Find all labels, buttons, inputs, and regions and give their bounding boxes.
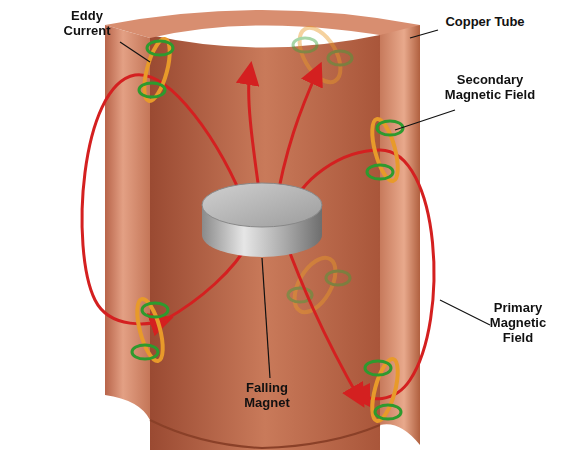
field-ring	[328, 51, 352, 65]
field-ring	[132, 345, 158, 359]
back-rings	[286, 21, 352, 319]
tube-right-wall	[380, 25, 420, 445]
callout-label: Eddy Current	[52, 8, 122, 38]
callout-label: Primary Magnetic Field	[478, 300, 558, 345]
tube-cut-edge	[150, 420, 380, 448]
eddy-ring	[132, 297, 168, 364]
front-rings	[132, 37, 403, 424]
leader-line	[120, 42, 150, 62]
field-ring	[377, 121, 403, 135]
eddy-ring	[139, 37, 175, 104]
callout-label: Copper Tube	[430, 14, 540, 29]
primary-field-lines	[82, 70, 434, 400]
callout-label: Falling Magnet	[222, 380, 312, 410]
field-ring	[147, 41, 173, 55]
field-ring	[293, 38, 317, 52]
field-ring	[367, 165, 393, 179]
field-ring	[365, 361, 391, 375]
leader-lines	[120, 30, 490, 378]
callout-label: Secondary Magnetic Field	[440, 72, 540, 102]
eddy-ring	[367, 117, 403, 184]
field-line	[290, 150, 434, 399]
leader-line	[410, 30, 438, 38]
field-ring	[326, 271, 350, 285]
field-ring	[139, 83, 165, 97]
field-ring	[142, 303, 168, 317]
tube-rim	[105, 10, 420, 40]
field-ring	[375, 405, 401, 419]
eddy-ring	[291, 21, 349, 89]
field-line	[285, 240, 360, 400]
eddy-ring	[367, 357, 403, 424]
tube-interior	[150, 35, 380, 450]
leader-line	[395, 110, 455, 130]
magnet-top	[202, 183, 322, 227]
leader-line	[262, 258, 270, 378]
leader-line	[440, 300, 490, 325]
